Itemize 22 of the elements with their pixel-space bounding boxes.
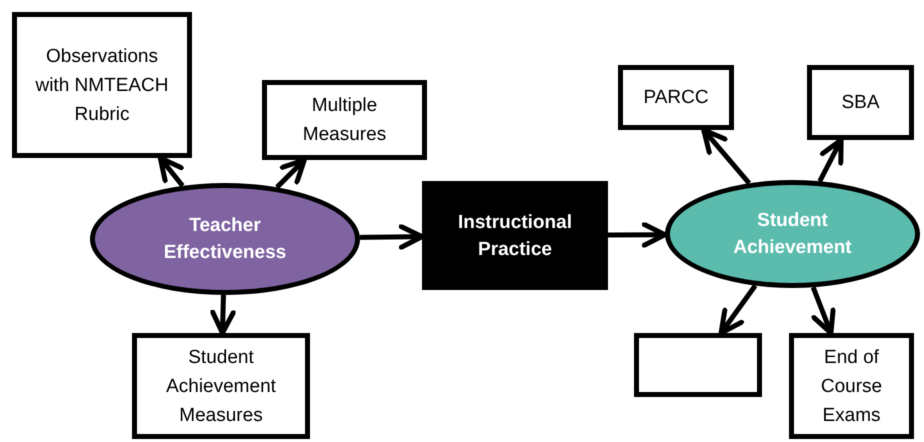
arrow [210, 294, 236, 336]
arrow [360, 224, 424, 250]
node-label: Observations with NMTEACH Rubric [34, 44, 170, 126]
arrow [810, 286, 836, 336]
node-label: Multiple Measures [302, 94, 388, 147]
node-label: Student Achievement Measures [165, 346, 277, 428]
measure-box [789, 333, 914, 439]
node-label: SBA [841, 91, 880, 115]
empty-box [634, 333, 762, 397]
measure-box [132, 333, 310, 439]
arrow [608, 222, 668, 248]
process-box [422, 181, 608, 290]
node-label: Teacher Effectiveness [162, 214, 288, 265]
measure-box [12, 12, 192, 158]
node-label: Instructional Practice [456, 210, 573, 262]
arrow [818, 138, 844, 182]
measure-box [262, 80, 427, 160]
node-label: End of Course Exams [820, 346, 884, 428]
measure-box [618, 65, 734, 130]
measure-box [807, 65, 914, 140]
node-label: Student Achievement [732, 209, 853, 260]
node-label: PARCC [643, 86, 709, 110]
